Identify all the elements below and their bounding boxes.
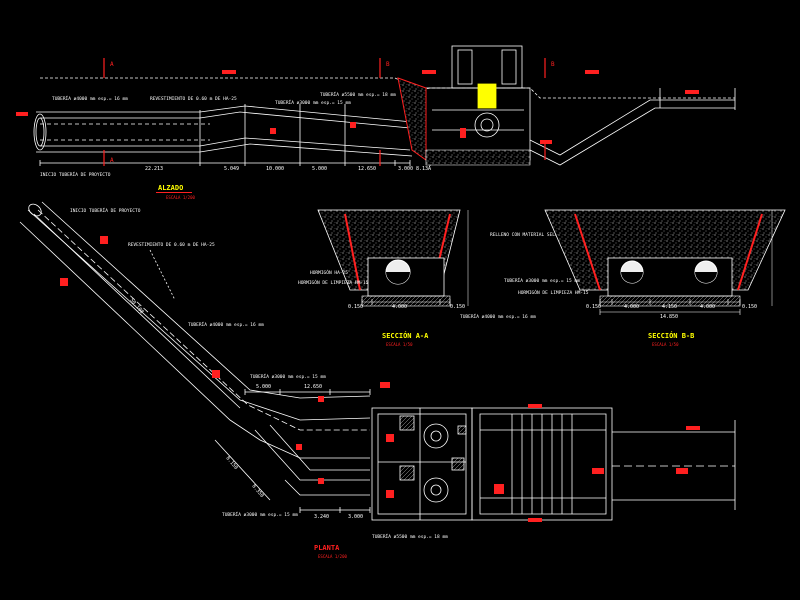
section-b-dim-4: 0.150 — [742, 304, 757, 310]
section-b-scale: ESCALA 1/50 — [652, 342, 679, 347]
elevation-dim-0: 22.213 — [145, 166, 163, 172]
section-a-dim-0: 0.150 — [348, 304, 363, 310]
plan-label-pipe-5500: TUBERÍA ø5500 mm esp.= 18 mm — [372, 532, 448, 540]
section-b-label-clean: HORMIGÓN DE LIMPIEZA HM-15 — [518, 289, 589, 296]
elevation-dim-4: 12.650 — [358, 166, 376, 172]
section-a-dim-2: 0.150 — [450, 304, 465, 310]
elevation-view — [33, 45, 736, 166]
section-a-dim-1: 4.000 — [392, 304, 407, 310]
section-mark-b-right: B — [551, 61, 555, 68]
elevation-fill-wedge — [397, 77, 427, 161]
plan-dim-3: 8.150 — [224, 455, 238, 470]
plan-dim-6: 3.000 — [348, 514, 363, 520]
plan-dim-5: 3.240 — [314, 514, 329, 520]
elevation-dim-1: 5.049 — [224, 166, 239, 172]
section-b-dim-3: 4.000 — [700, 304, 715, 310]
section-a-label-pipe: TUBERÍA ø4000 mm esp.= 16 mm — [460, 312, 536, 320]
plan-scale: ESCALA 1/200 — [318, 554, 347, 559]
section-a-label-concrete: HORMIGÓN HA-25 — [310, 269, 348, 276]
plan-title: PLANTA — [314, 544, 340, 552]
elevation-dim-5: 3.000 — [398, 166, 413, 172]
section-a-title: SECCIÓN A-A — [382, 331, 429, 340]
section-b-dim-1: 4.000 — [624, 304, 639, 310]
elevation-red-marks — [16, 70, 699, 144]
elevation-foundation — [425, 149, 531, 166]
elevation-dim-3: 5.000 — [312, 166, 327, 172]
section-mark-a-bottom: A — [110, 157, 114, 164]
plan-label-pipe-3000-top: TUBERÍA ø3000 mm esp.= 15 mm — [250, 372, 326, 380]
section-b-dim-0: 0.150 — [586, 304, 601, 310]
elevation-title-underline — [156, 192, 192, 193]
plan-dim-2: 12.650 — [304, 384, 322, 390]
elevation-title: ALZADO — [158, 184, 183, 192]
plan-red-marks — [60, 236, 700, 522]
plan-label-lining: REVESTIMIENTO DE 0.60 m DE HA-25 — [128, 242, 215, 248]
plan-dim-1: 5.000 — [256, 384, 271, 390]
plan-dim-0: 50.108 — [128, 297, 144, 315]
elevation-label-pipe-4000: TUBERÍA ø4000 mm esp.= 16 mm — [52, 94, 128, 102]
section-mark-a-top: A — [110, 61, 114, 68]
section-b-label-pipe: TUBERÍA ø3000 mm esp.= 15 mm — [504, 276, 580, 284]
section-b-title: SECCIÓN B-B — [648, 331, 694, 340]
plan-label-pipe-3000-bottom: TUBERÍA ø3000 mm esp.= 15 mm — [222, 510, 298, 518]
section-a-scale: ESCALA 1/50 — [386, 342, 413, 347]
plan-dim-4: 8.350 — [250, 483, 264, 498]
plan-label-start: INICIO TUBERÍA DE PROYECTO — [70, 206, 141, 214]
elevation-dim-6: 8.13A — [416, 166, 431, 172]
elevation-section-marks — [103, 58, 546, 166]
elevation-label-pipe-3000: TUBERÍA ø3000 mm esp.= 15 mm — [275, 98, 351, 106]
elevation-dim-2: 10.000 — [266, 166, 284, 172]
elevation-scale: ESCALA 1/200 — [166, 195, 195, 200]
elevation-label-lining: REVESTIMIENTO DE 0.60 m DE HA-25 — [150, 96, 237, 102]
plan-view — [19, 201, 736, 521]
elevation-label-start: INICIO TUBERÍA DE PROYECTO — [40, 170, 111, 178]
section-mark-b-top: B — [386, 61, 390, 68]
section-b-dim-2: 4.150 — [662, 304, 677, 310]
section-b-dim-5: 14.850 — [660, 314, 678, 320]
section-b-view — [544, 209, 786, 315]
plan-label-pipe-4000: TUBERÍA ø4000 mm esp.= 16 mm — [188, 320, 264, 328]
section-a-label-clean: HORMIGÓN DE LIMPIEZA HM-15 — [298, 279, 369, 286]
section-a-view — [317, 209, 469, 307]
elevation-label-pipe-5500: TUBERÍA ø5500 mm esp.= 18 mm — [320, 90, 396, 98]
